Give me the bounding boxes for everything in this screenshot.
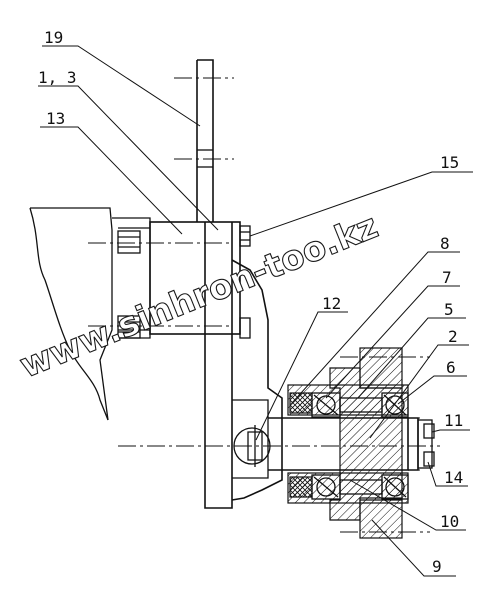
leader-lines xyxy=(38,45,473,577)
vertical-lever-19 xyxy=(196,59,233,509)
center-lines xyxy=(88,77,440,533)
label-9: 9 xyxy=(432,557,442,576)
label-6: 6 xyxy=(446,358,456,377)
label-14: 14 xyxy=(444,468,463,487)
bolt-lower xyxy=(117,315,141,339)
label-19: 19 xyxy=(44,28,63,47)
label-12: 12 xyxy=(322,294,341,313)
label-10: 10 xyxy=(440,512,459,531)
label-1-3: 1, 3 xyxy=(38,68,77,87)
label-8: 8 xyxy=(440,234,450,253)
label-5: 5 xyxy=(444,300,454,319)
bolt-15 xyxy=(239,225,251,339)
end-nut-11 xyxy=(417,419,435,469)
sprocket-9 xyxy=(329,347,403,539)
spacer-10 xyxy=(339,397,383,495)
label-7: 7 xyxy=(442,268,452,287)
seal-8 xyxy=(289,392,313,498)
label-2: 2 xyxy=(448,327,458,346)
label-15: 15 xyxy=(440,153,459,172)
label-13: 13 xyxy=(46,109,65,128)
bolt-upper xyxy=(117,230,141,254)
grease-nipple-12 xyxy=(247,425,263,467)
label-11: 11 xyxy=(444,411,463,430)
flange-plate xyxy=(149,221,241,335)
bearing-6 xyxy=(381,392,409,500)
